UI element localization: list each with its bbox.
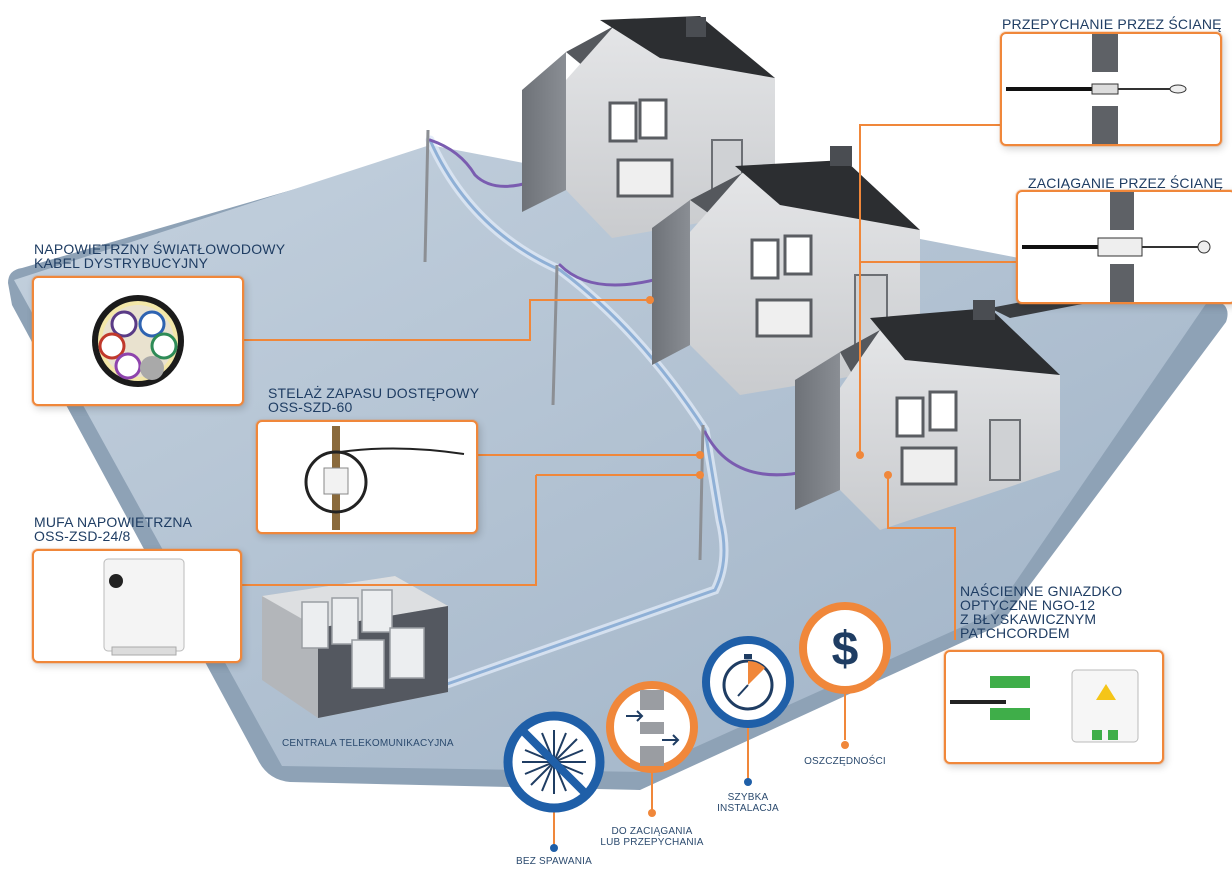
push-through-wall-box <box>1000 32 1222 146</box>
pull-through-wall-box <box>1016 190 1232 304</box>
benefit-label-savings: OSZCZĘDNOŚCI <box>804 756 886 767</box>
no-welding-icon <box>516 724 592 800</box>
exchange-label: CENTRALA TELEKOMUNIKACYJNA <box>282 738 454 749</box>
push-label: PRZEPYCHANIE PRZEZ ŚCIANĘ <box>1002 16 1222 32</box>
pull-push-icon <box>626 690 680 766</box>
stopwatch-icon <box>722 654 774 711</box>
callout-leader-lines <box>238 124 1018 848</box>
exchange-building <box>262 576 448 718</box>
socket-label: NAŚCIENNE GNIAZDKO OPTYCZNE NGO-12 Z BŁY… <box>960 583 1123 641</box>
callout-anchor-dots <box>550 296 892 852</box>
benefit-label-pull-push: DO ZACIĄGANIA LUB PRZEPYCHANIA <box>600 826 704 848</box>
closure-label: MUFA NAPOWIETRZNA OSS-ZSD-24/8 <box>34 514 193 544</box>
wall-socket-box <box>944 650 1164 764</box>
pull-through-wall-icon <box>1022 192 1211 302</box>
house-front <box>795 262 1232 530</box>
badge-pull-push <box>606 681 698 773</box>
badge-fast-install <box>702 636 794 728</box>
storage-rack-box <box>256 420 478 534</box>
rack-label: STELAŻ ZAPASU DOSTĘPOWY OSS-SZD-60 <box>268 385 480 415</box>
cable-cross-section-box <box>32 276 244 406</box>
wall-socket-icon <box>950 669 1139 743</box>
push-through-wall-icon <box>1006 34 1187 144</box>
aerial-closure-box <box>32 549 242 663</box>
benefit-label-fast-install: SZYBKA INSTALACJA <box>717 792 779 814</box>
badge-no-welding <box>503 711 605 813</box>
aerial-closure-icon <box>103 558 185 656</box>
dollar-icon: $ <box>832 623 859 676</box>
house-middle <box>652 146 920 395</box>
cable-label: NAPOWIETRZNY ŚWIATŁOWODOWY KABEL DYSTRYB… <box>34 241 286 271</box>
pull-label: ZACIĄGANIE PRZEZ ŚCIANĘ <box>1028 175 1224 191</box>
benefit-label-no-welding: BEZ SPAWANIA <box>516 856 592 867</box>
badge-savings: $ <box>799 602 891 694</box>
cable-cross-section-icon <box>92 295 184 387</box>
storage-rack-icon <box>304 426 465 530</box>
utility-poles <box>423 129 705 561</box>
